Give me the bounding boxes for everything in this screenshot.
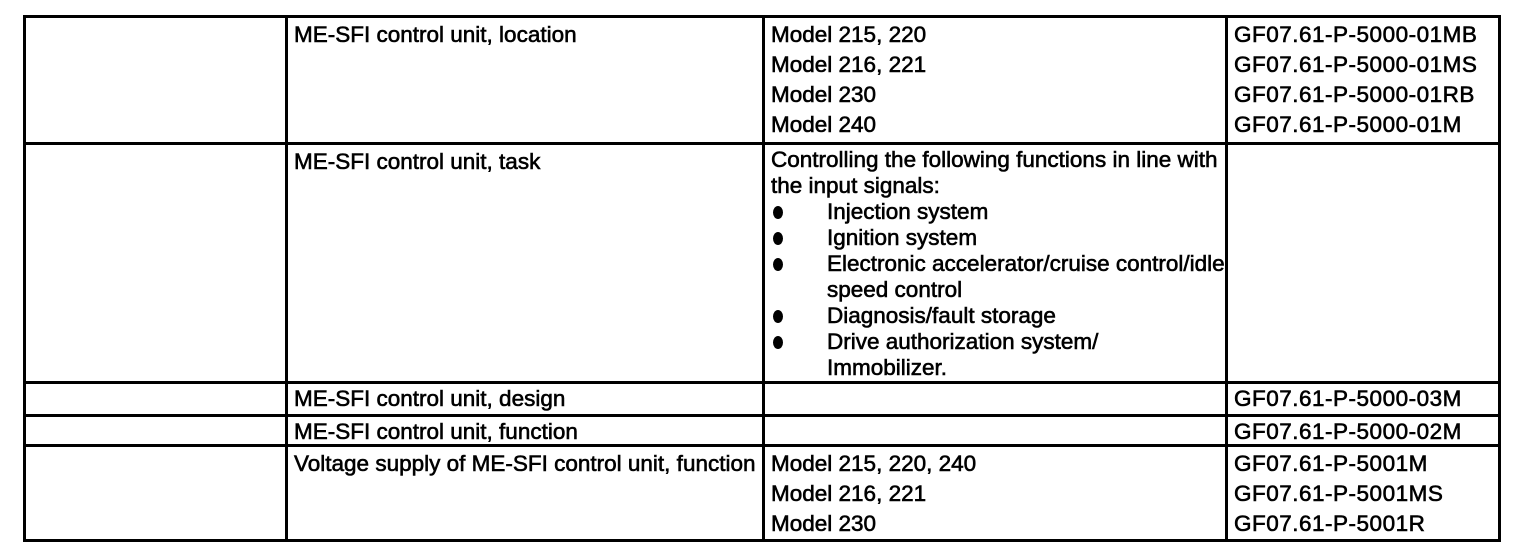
codes-cell [1225,142,1501,384]
document-code: GF07.61-P-5000-01M [1234,112,1462,138]
bullet-icon [771,199,827,225]
models-cell [762,414,1228,447]
empty-cell [23,142,288,384]
model-entry: Model 216, 221 [771,481,927,507]
models-cell: Model 215, 220, 240 Model 216, 221 Model… [762,444,1228,542]
bullet-item: Injection system [771,199,1219,225]
table-row: ME-SFI control unit, task Controlling th… [23,142,1501,384]
codes-cell: GF07.61-P-5000-01MB GF07.61-P-5000-01MS … [1225,15,1501,145]
empty-cell [23,414,288,447]
bullet-text: Diagnosis/fault storage [827,303,1056,329]
task-intro-line: Controlling the following functions in l… [771,147,1218,173]
task-intro-line: the input signals: [771,173,940,199]
bullet-text: Immobilizer. [827,355,948,380]
description-cell: ME-SFI control unit, design [285,381,765,417]
description-cell: ME-SFI control unit, location [285,15,765,145]
description-cell: ME-SFI control unit, function [285,414,765,447]
model-entry: Model 240 [771,112,877,138]
model-entry: Model 215, 220 [771,22,927,48]
table-row: Voltage supply of ME-SFI control unit, f… [23,444,1501,542]
document-code: GF07.61-P-5000-02M [1234,419,1462,444]
bullet-icon [771,251,827,277]
bullet-icon [771,303,827,329]
row-description: ME-SFI control unit, design [294,386,566,412]
models-cell [762,381,1228,417]
bullet-item: Diagnosis/fault storage [771,303,1219,329]
document-code: GF07.61-P-5000-01MS [1234,52,1478,78]
bullet-text: Drive authorization system/ [827,329,1099,355]
codes-cell: GF07.61-P-5001M GF07.61-P-5001MS GF07.61… [1225,444,1501,542]
description-cell: ME-SFI control unit, task [285,142,765,384]
document-code: GF07.61-P-5000-01MB [1234,22,1478,48]
row-description: ME-SFI control unit, function [294,419,578,444]
row-description: ME-SFI control unit, task [294,149,541,175]
bullet-item: Electronic accelerator/cruise control/id… [771,251,1224,303]
document-code: GF07.61-P-5000-03M [1234,386,1462,412]
bullet-text: speed control [827,277,963,303]
bullet-text: Injection system [827,199,989,225]
document-code: GF07.61-P-5001M [1234,451,1428,477]
bullet-icon [771,225,827,251]
table-row: ME-SFI control unit, location Model 215,… [23,15,1501,145]
spec-table: ME-SFI control unit, location Model 215,… [23,15,1501,542]
document-code: GF07.61-P-5001MS [1234,481,1444,507]
description-cell: Voltage supply of ME-SFI control unit, f… [285,444,765,542]
document-code: GF07.61-P-5001R [1234,511,1426,537]
empty-cell [23,444,288,542]
model-entry: Model 230 [771,511,877,537]
models-cell: Model 215, 220 Model 216, 221 Model 230 … [762,15,1228,145]
empty-cell [23,15,288,145]
bullet-item: Drive authorization system/ Immobilizer. [771,329,1219,380]
document-code: GF07.61-P-5000-01RB [1234,82,1475,108]
table-row: ME-SFI control unit, function GF07.61-P-… [23,414,1501,447]
model-entry: Model 215, 220, 240 [771,451,977,477]
model-entry: Model 230 [771,82,877,108]
bullet-icon [771,329,827,355]
empty-cell [23,381,288,417]
bullet-text: Electronic accelerator/cruise control/id… [827,251,1225,277]
codes-cell: GF07.61-P-5000-03M [1225,381,1501,417]
table-row: ME-SFI control unit, design GF07.61-P-50… [23,381,1501,417]
row-description: Voltage supply of ME-SFI control unit, f… [294,451,756,477]
model-entry: Model 216, 221 [771,52,927,78]
row-description: ME-SFI control unit, location [294,22,577,48]
codes-cell: GF07.61-P-5000-02M [1225,414,1501,447]
bullet-text: Ignition system [827,225,978,251]
task-detail-cell: Controlling the following functions in l… [762,142,1228,384]
bullet-item: Ignition system [771,225,1219,251]
